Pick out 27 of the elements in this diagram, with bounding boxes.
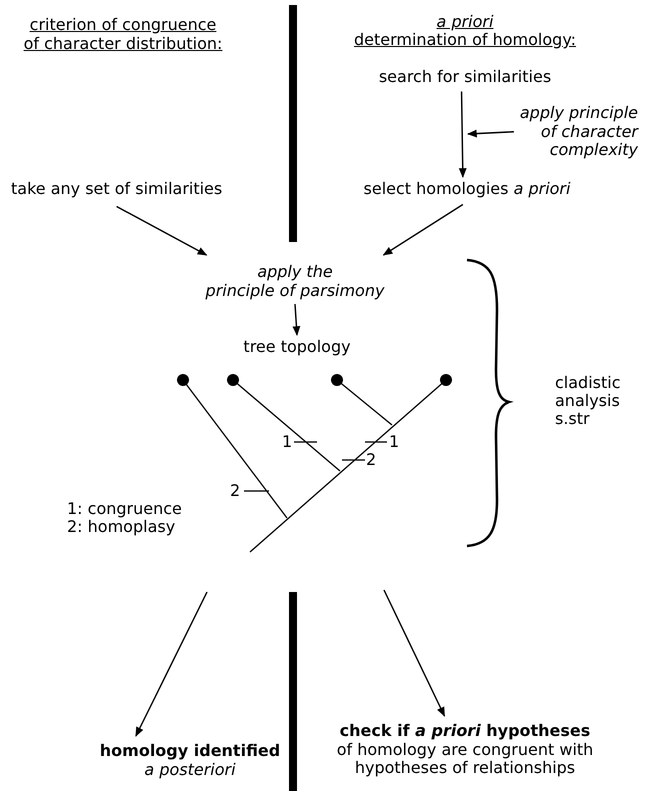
column-heading: a priori [436, 13, 494, 32]
note-text: 2: homoplasy [67, 518, 176, 536]
tick-number: 1 [389, 433, 400, 452]
arrow [135, 592, 208, 737]
step-text: search for similarities [378, 68, 552, 86]
arrow [458, 92, 467, 178]
result-heading: homology identified [100, 742, 280, 760]
result-text: of homology are congruent with hypotheses of relationships [336, 740, 594, 778]
step-text: take any set of similarities [11, 180, 222, 198]
note-text: cladistic analysis s.str [555, 374, 620, 428]
arrow [292, 304, 300, 336]
step-text: select homologies a priori [364, 180, 570, 198]
arrow [382, 204, 464, 256]
tick-number: 2 [230, 482, 240, 500]
arrow [116, 206, 208, 256]
step-text: tree topology [243, 338, 351, 356]
tick-number: 1 [282, 433, 292, 452]
arrow [383, 590, 446, 717]
column-heading: determination of homology: [354, 31, 576, 50]
column-heading: criterion of congruence of character distribution: [24, 16, 222, 53]
result-text: a posteriori [143, 760, 237, 779]
step-text: apply the principle of parsimony [206, 263, 384, 300]
arrow [467, 130, 514, 138]
result-heading: check if a priori hypotheses [338, 722, 592, 740]
step-text: apply principle of character complexity [520, 104, 638, 160]
tick-number: 2 [366, 451, 376, 470]
note-text: 1: congruence [67, 500, 182, 518]
